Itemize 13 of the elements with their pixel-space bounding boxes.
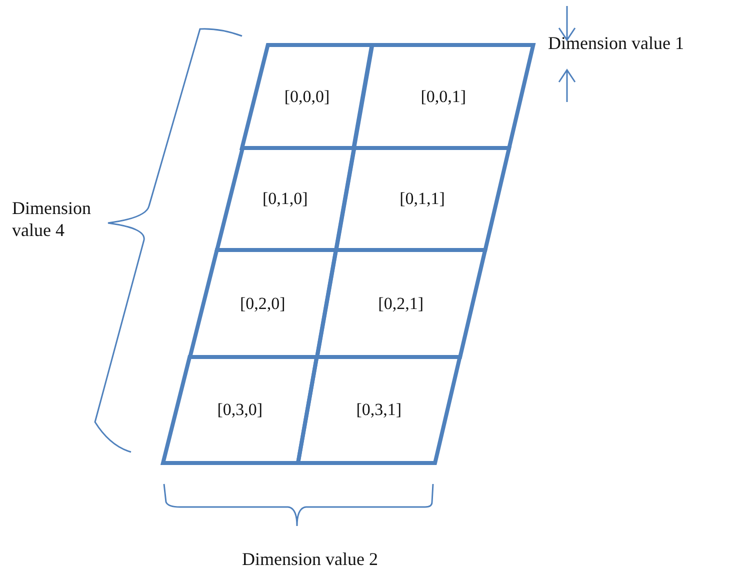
cell-index-label: [0,0,1] [420, 86, 468, 106]
cell-index-label: [0,2,0] [239, 294, 286, 314]
cell-index-label: [0,1,0] [261, 189, 309, 209]
dimension-label: Dimension value 4 [12, 198, 92, 242]
grid-cell [314, 248, 487, 359]
grid-cell [296, 355, 462, 465]
cell-index-label: [0,2,1] [377, 294, 424, 314]
cell-index-label: [0,1,1] [398, 189, 446, 209]
dimension-label: Dimension value 2 [241, 549, 379, 571]
cell-index-label: [0,3,1] [355, 400, 403, 420]
cell-index-label: [0,3,0] [216, 400, 264, 420]
cell-index-label: [0,0,0] [283, 86, 331, 106]
dimension-label: Dimension value 1 [548, 33, 685, 55]
